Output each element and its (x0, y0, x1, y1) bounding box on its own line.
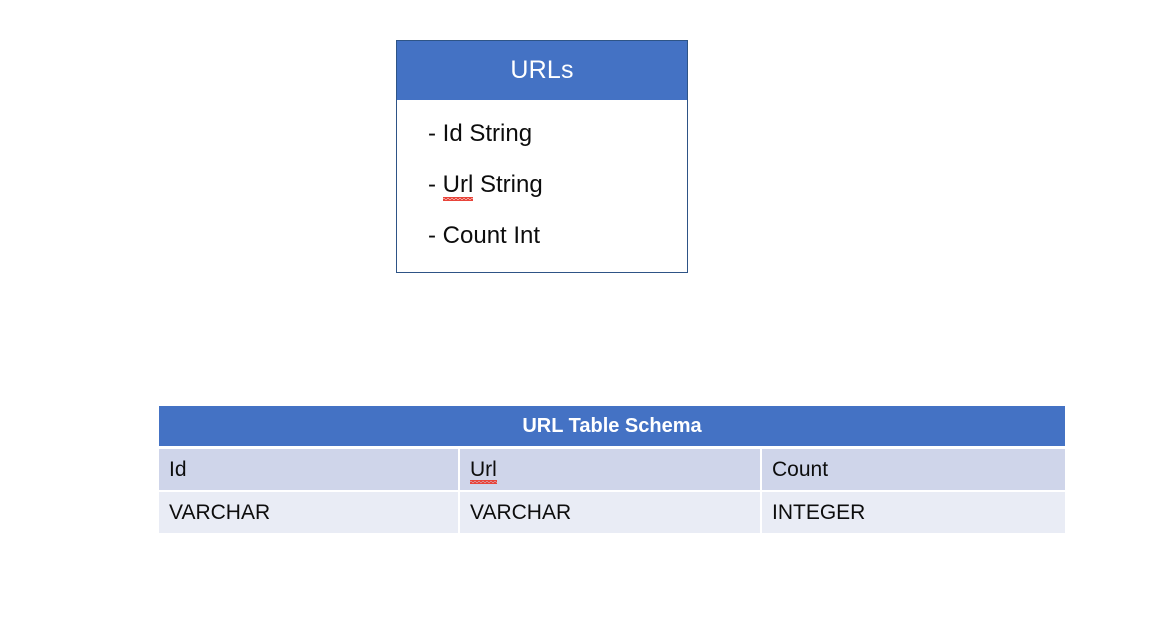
table-cell-value: INTEGER (772, 501, 866, 524)
uml-class-box-urls[interactable]: URLs - Id String - Url String - Count In… (396, 40, 688, 273)
uml-class-title: URLs (510, 56, 574, 84)
uml-class-attributes: - Id String - Url String - Count Int (397, 100, 687, 248)
column-header-label: Id (169, 458, 187, 481)
table-cell: INTEGER (762, 492, 1065, 533)
url-schema-table[interactable]: URL Table Schema Id Url Count VARCHAR (159, 406, 1065, 533)
uml-attribute-type: String (469, 120, 533, 147)
uml-attribute-type: String (480, 171, 543, 198)
uml-attribute-row: - Url String (428, 171, 687, 201)
column-header-label: Count (772, 458, 829, 481)
table-cell: VARCHAR (159, 492, 460, 533)
table-header-row: Id Url Count (159, 449, 1065, 490)
uml-attribute-bullet: - (428, 171, 436, 198)
column-header-label-misspelled: Url (470, 458, 497, 484)
table-cell: VARCHAR (460, 492, 762, 533)
uml-attribute-type: Int (513, 222, 541, 249)
table-header-cell: Id (159, 449, 460, 490)
table-header-cell: Url (460, 449, 762, 490)
uml-attribute-name: Count (442, 222, 507, 249)
uml-attribute-name-misspelled: Url (442, 171, 474, 201)
uml-attribute-name: Id (442, 120, 463, 147)
table-row: VARCHAR VARCHAR INTEGER (159, 492, 1065, 533)
table-cell-value: VARCHAR (470, 501, 572, 524)
uml-class-header: URLs (397, 41, 687, 100)
schema-table-title: URL Table Schema (159, 406, 1065, 446)
schema-table-grid: Id Url Count VARCHAR VARCHAR INTEGER (159, 449, 1065, 533)
uml-attribute-row: - Count Int (428, 224, 687, 248)
table-cell-value: VARCHAR (169, 501, 271, 524)
uml-attribute-bullet: - (428, 120, 436, 147)
table-row-divider (159, 490, 1065, 492)
uml-attribute-bullet: - (428, 222, 436, 249)
schema-table-title-text: URL Table Schema (522, 415, 702, 437)
uml-attribute-row: - Id String (428, 122, 687, 146)
table-header-cell: Count (762, 449, 1065, 490)
